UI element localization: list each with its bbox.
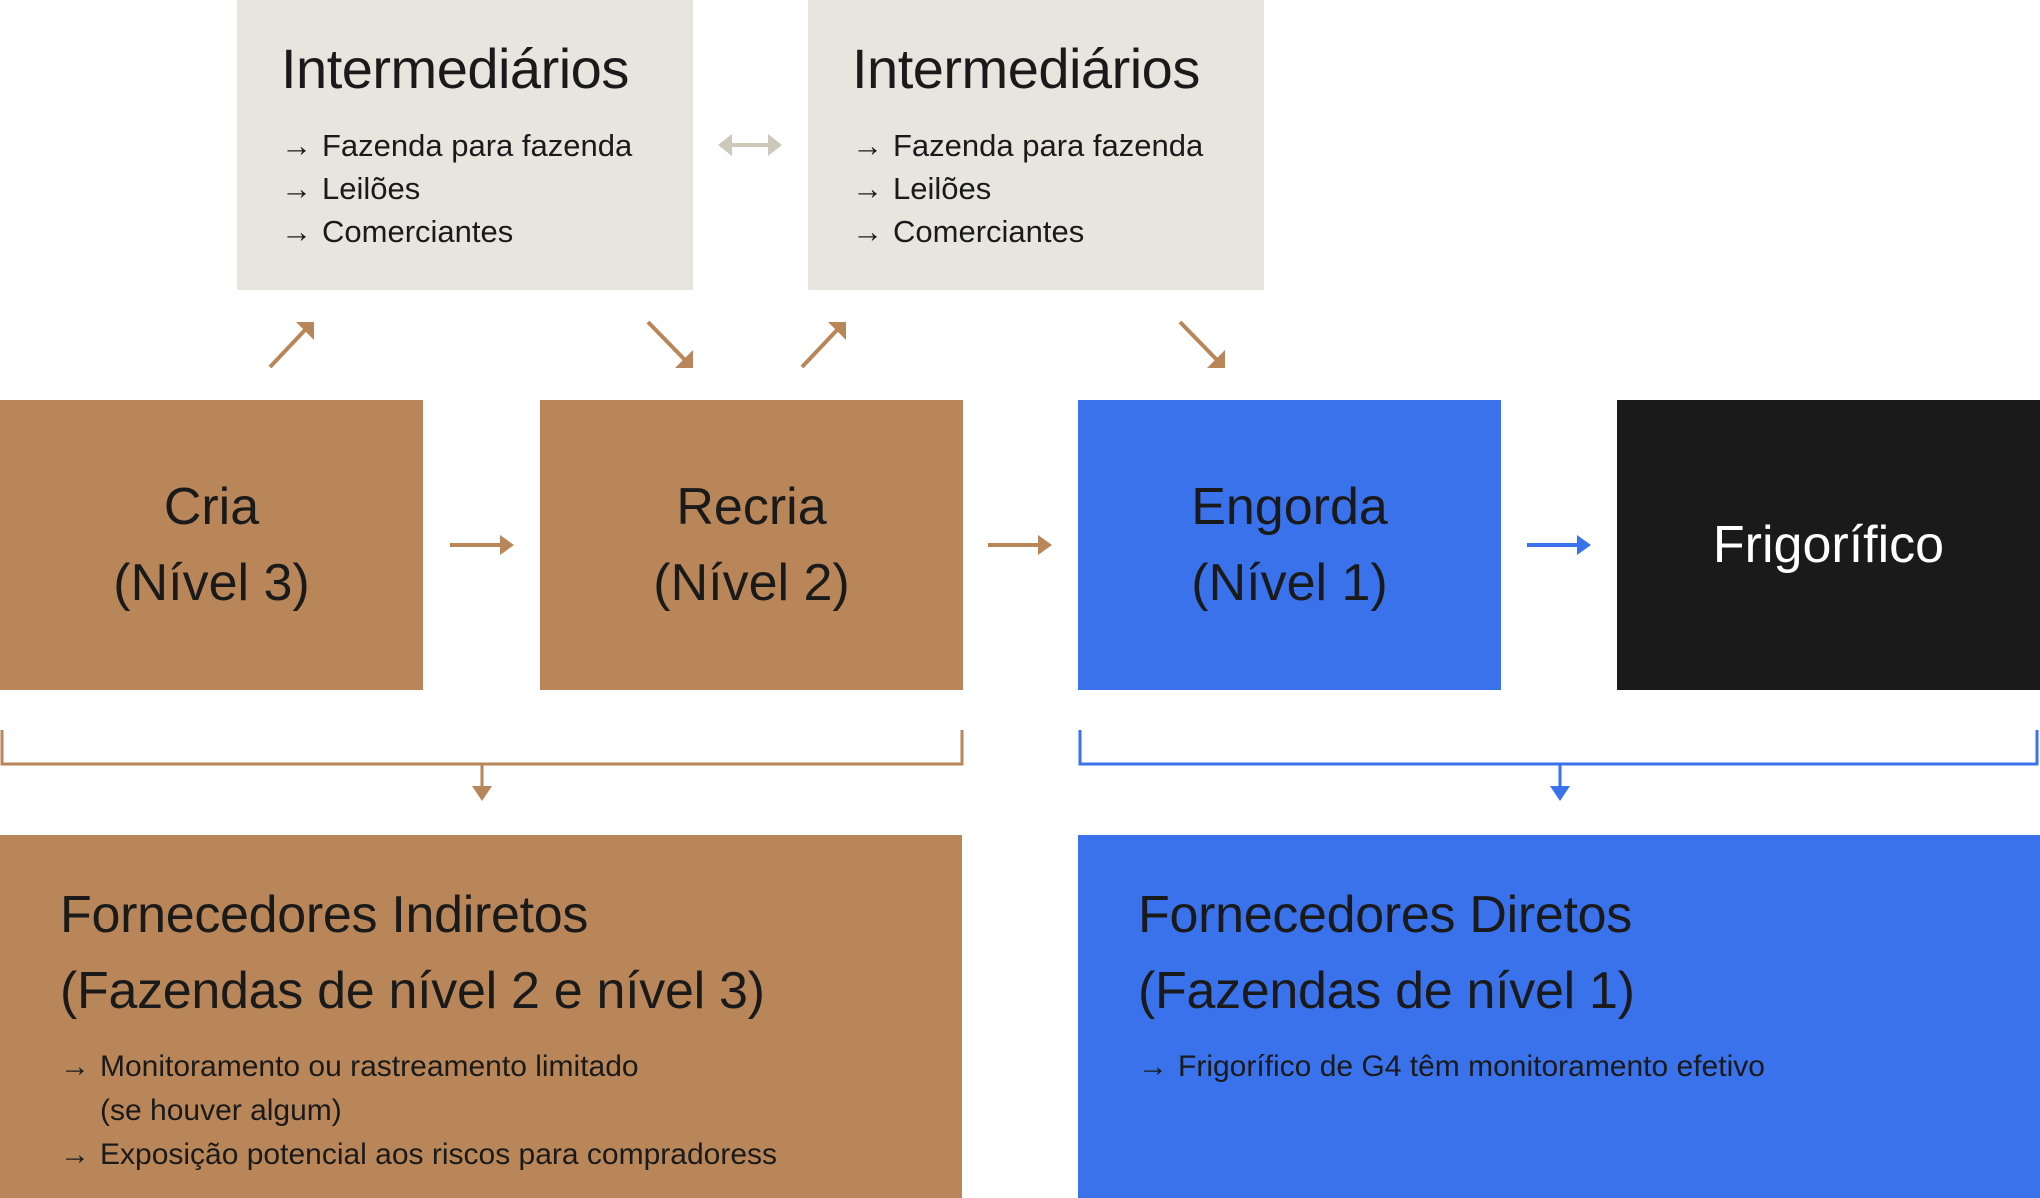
intermediary-item: →Fazenda para fazenda [281,128,633,163]
supplier-note: →Frigorífico de G4 têm monitoramento efe… [1138,1050,1765,1083]
intermediaries-box-2: Intermediários →Fazenda para fazenda →Le… [808,0,1264,290]
indirect-suppliers-box: Fornecedores Indiretos (Fazendas de níve… [0,835,962,1198]
supplier-note: →Exposição potencial aos riscos para com… [60,1138,778,1171]
intermediary-item: →Comerciantes [852,214,1085,249]
direct-bracket [1078,730,2039,801]
intermediaries-title: Intermediários [281,37,629,100]
intermediaries-title: Intermediários [852,37,1200,100]
indirect-suppliers-title: Fornecedores Indiretos (Fazendas de níve… [60,886,765,1020]
stage-name: Recria [676,478,827,536]
arrow-right-icon: → [852,214,883,249]
stage-engorda: Engorda (Nível 1) [1078,400,1501,690]
intermediary-item: →Fazenda para fazenda [852,128,1204,163]
intermediary-item: →Leilões [281,171,421,206]
stage-frigorifico: Frigorífico [1617,400,2040,690]
diagonal-arrow-up-right-icon [800,322,846,369]
arrow-right-icon: → [852,128,883,163]
stage-recria: Recria (Nível 2) [540,400,963,690]
arrow-right-icon [988,535,1052,555]
arrow-right-icon [1527,535,1591,555]
arrow-right-icon: → [281,128,312,163]
intermediary-item: →Comerciantes [281,214,514,249]
stage-level: (Nível 3) [113,554,310,612]
stage-name: Cria [163,478,260,536]
direct-suppliers-title: Fornecedores Diretos (Fazendas de nível … [1138,886,1635,1020]
stage-cria: Cria (Nível 3) [0,400,423,690]
stage-level: (Nível 2) [653,554,850,612]
arrow-right-icon: → [281,214,312,249]
arrow-right-icon: → [1138,1050,1168,1083]
arrow-right-icon: → [281,171,312,206]
intermediaries-box-1: Intermediários →Fazenda para fazenda →Le… [237,0,693,290]
arrow-right-icon: → [60,1138,90,1171]
arrow-down-icon [1550,786,1570,801]
stage-level: (Nível 1) [1191,554,1388,612]
stage-name: Engorda [1191,478,1388,536]
arrow-right-icon: → [852,171,883,206]
intermediary-item: →Leilões [852,171,992,206]
indirect-bracket [0,730,964,801]
diagonal-arrow-down-right-icon [1178,320,1225,368]
supplier-note: →Monitoramento ou rastreamento limitado [60,1050,639,1083]
arrow-right-icon: → [60,1050,90,1083]
direct-suppliers-box: Fornecedores Diretos (Fazendas de nível … [1078,835,2040,1198]
arrow-right-icon [450,535,514,555]
arrow-down-icon [472,786,492,801]
diagonal-arrow-up-right-icon [268,322,314,369]
supplier-note-continuation: (se houver algum) [100,1094,342,1127]
bidirectional-arrow-icon [718,134,782,156]
diagonal-arrow-down-right-icon [646,320,693,368]
stage-name: Frigorífico [1712,516,1945,574]
